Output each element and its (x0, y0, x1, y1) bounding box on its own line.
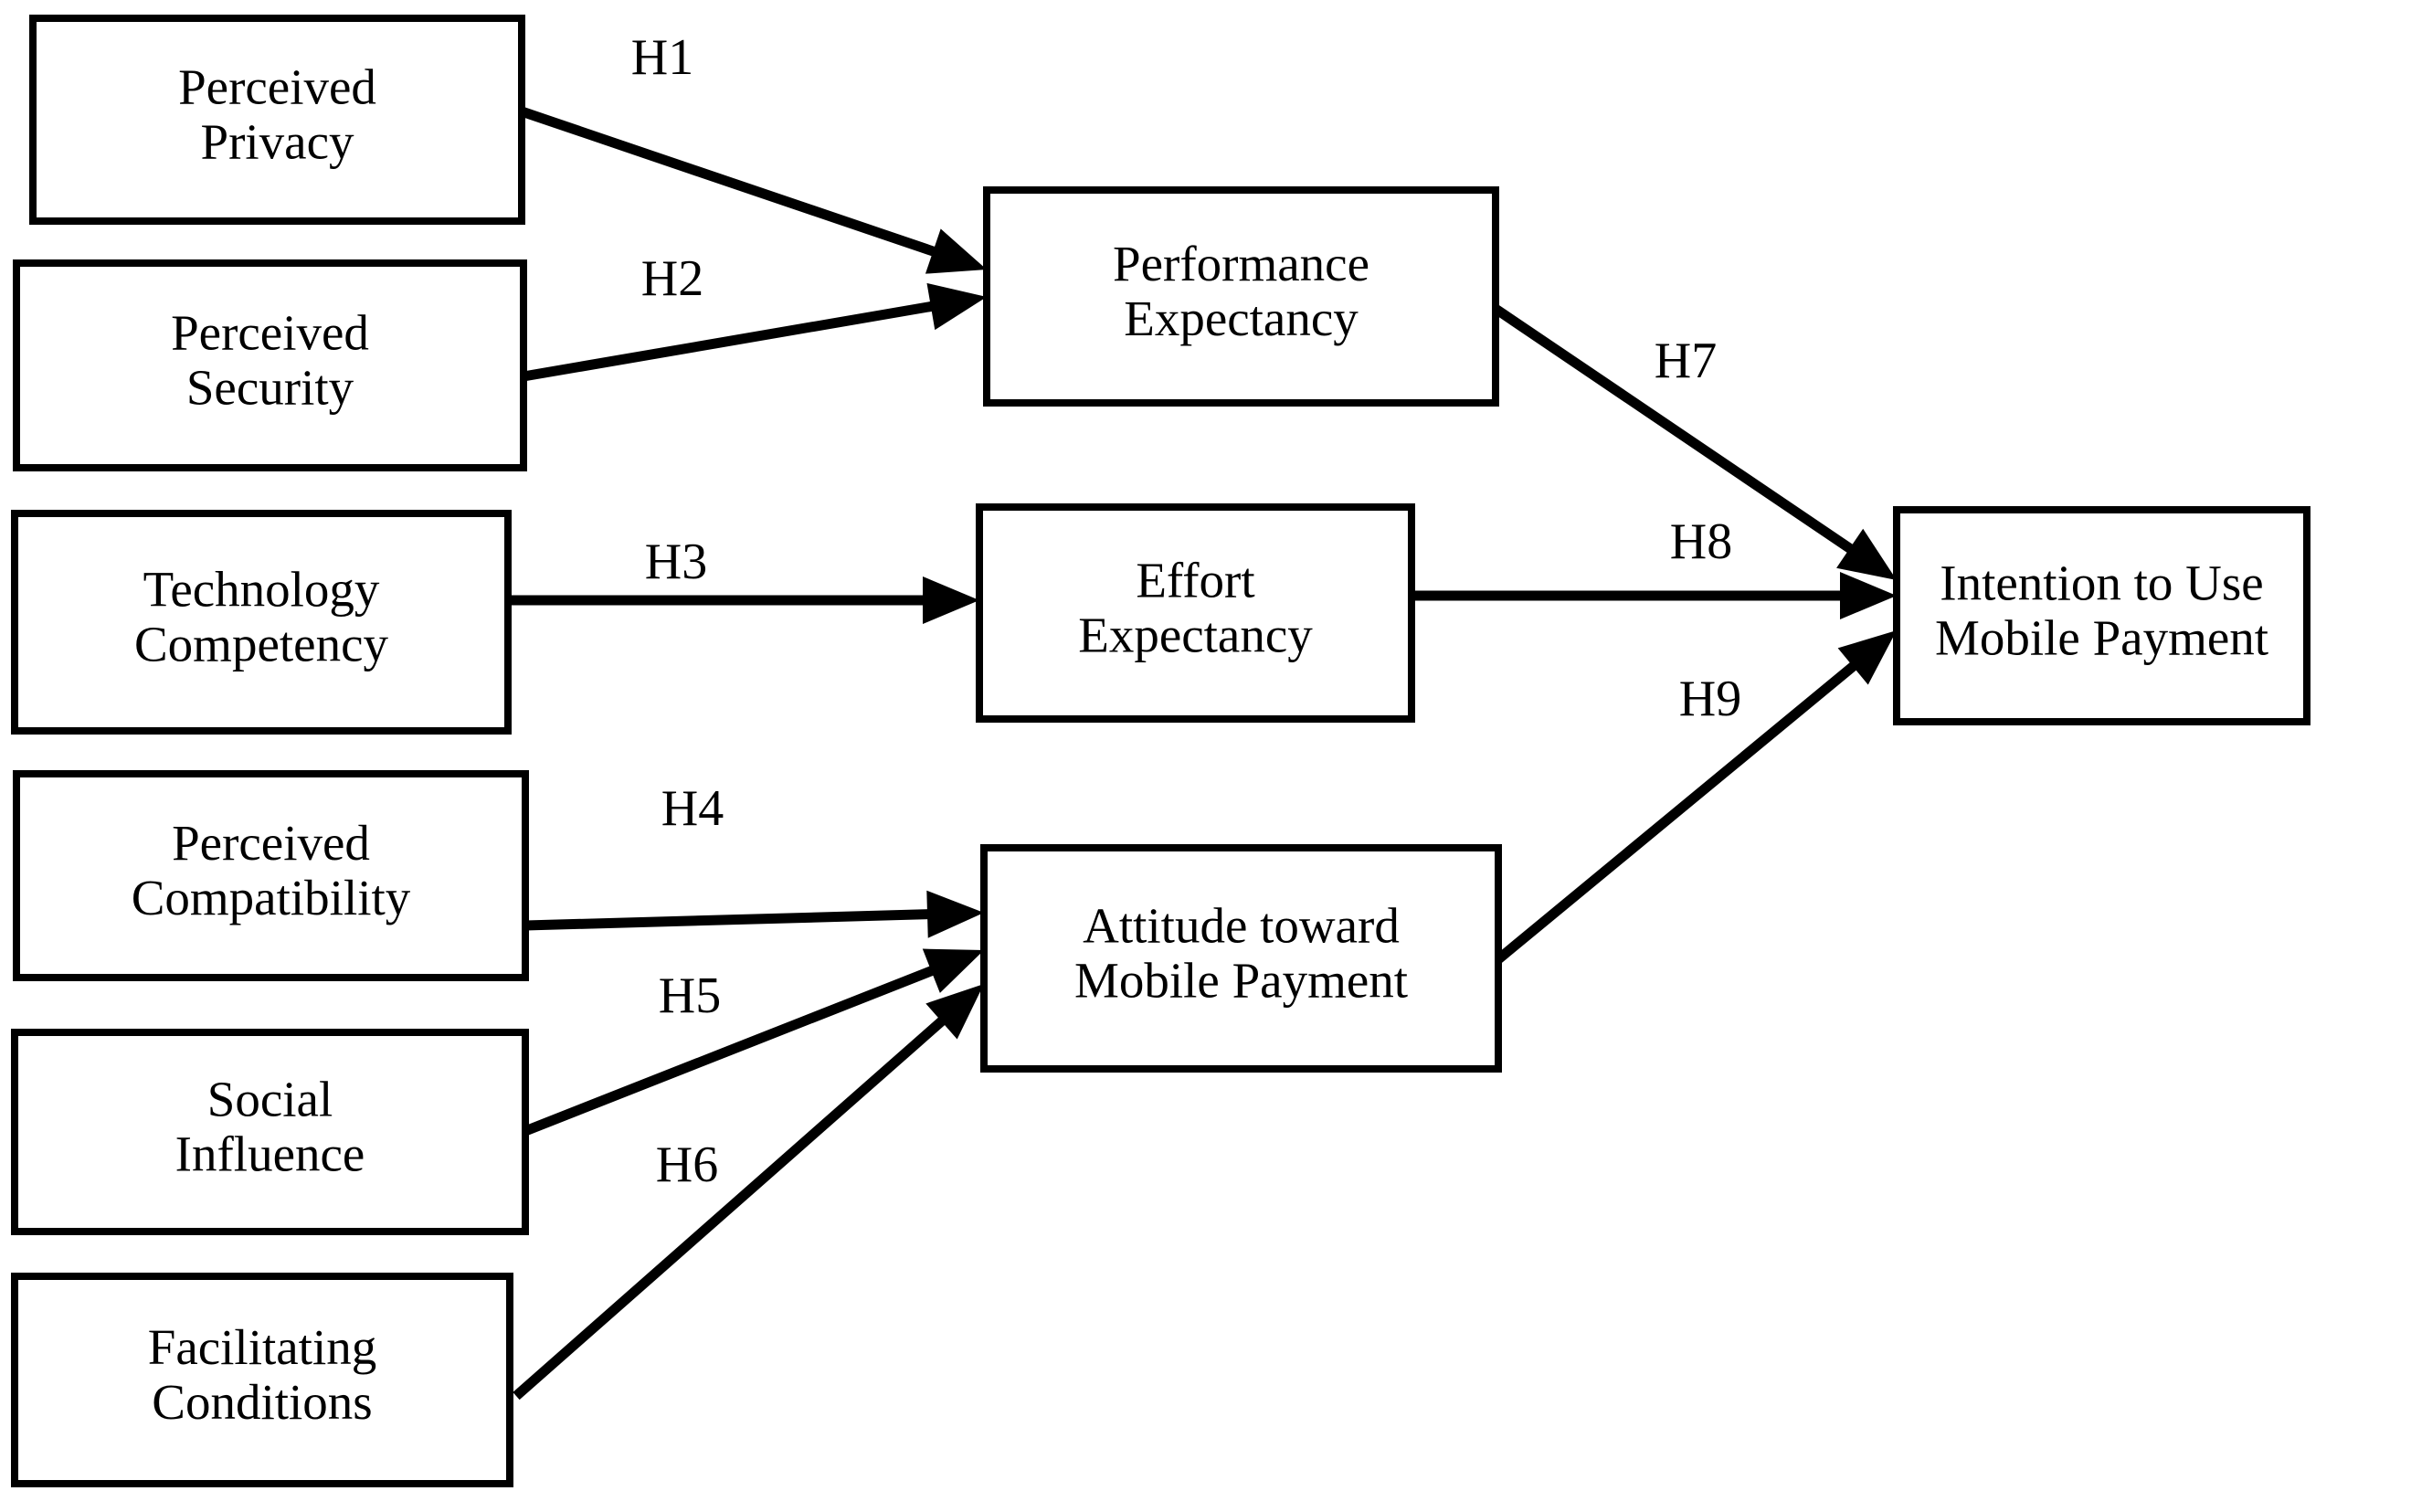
construct-label-line2: Privacy (200, 114, 354, 170)
path-line-h5 (523, 957, 957, 1137)
construct-label-line2: Mobile Payment (1074, 953, 1408, 1009)
construct-label-line2: Conditions (152, 1374, 372, 1430)
construct-attitude-toward-mobile-payment[interactable]: Attitude toward Mobile Payment (980, 844, 1502, 1073)
hypothesis-label-h7: H7 (1655, 333, 1717, 389)
construct-label-line1: Perceived (171, 305, 369, 361)
hypothesis-label-h4: H4 (661, 780, 724, 837)
path-line-h2 (523, 297, 957, 382)
construct-label-line2: Influence (175, 1126, 365, 1182)
construct-label-line2: Expectancy (1124, 291, 1359, 346)
path-lines-group (508, 106, 1877, 1401)
construct-box-rect (11, 1029, 529, 1235)
construct-box-rect (983, 186, 1499, 407)
construct-label-line1: Effort (1136, 553, 1254, 608)
construct-perceived-security[interactable]: Perceived Security (13, 259, 527, 471)
path-line-h7 (1492, 304, 1874, 567)
path-line-h4 (524, 908, 954, 931)
path-line-h6 (513, 1000, 965, 1401)
construct-label-line2: Expectancy (1078, 608, 1313, 663)
construct-label-line1: Performance (1113, 236, 1369, 291)
arrow-head-h4-icon (926, 890, 984, 938)
construct-box-rect (29, 15, 525, 225)
hypothesis-label-h3: H3 (645, 534, 707, 590)
arrow-head-h2-icon (926, 282, 987, 331)
construct-label-line1: Facilitating (148, 1319, 377, 1375)
construct-label-line2: Competency (134, 617, 388, 672)
hypothesis-label-h6: H6 (656, 1137, 718, 1193)
construct-label-line1: Perceived (178, 59, 376, 115)
construct-boxes-group: Perceived Privacy Perceived Security Tec… (11, 15, 2310, 1487)
construct-box-rect (11, 510, 512, 735)
construct-technology-competency[interactable]: Technology Competency (11, 510, 512, 735)
construct-label-line1: Perceived (172, 815, 370, 871)
arrow-head-h7-icon (1836, 528, 1897, 580)
construct-label-line1: Social (207, 1072, 333, 1127)
hypothesis-label-h1: H1 (631, 29, 693, 86)
construct-social-influence[interactable]: Social Influence (11, 1029, 529, 1235)
arrow-head-h6-icon (925, 984, 984, 1040)
construct-box-rect (980, 844, 1502, 1073)
construct-label-line2: Security (186, 360, 354, 416)
arrow-head-h5-icon (922, 948, 984, 993)
path-line-h9 (1495, 646, 1877, 964)
construct-label-line1: Intention to Use (1940, 555, 2263, 611)
construct-effort-expectancy[interactable]: Effort Expectancy (976, 503, 1415, 723)
construct-box-rect (1893, 506, 2310, 725)
construct-perceived-compatibility[interactable]: Perceived Compatibility (13, 770, 529, 981)
hypothesis-label-h9: H9 (1679, 671, 1741, 727)
hypothesis-labels-group: H1 H2 H3 H4 H5 H6 H7 H8 H9 (631, 29, 1741, 1193)
hypothesis-label-h2: H2 (641, 250, 703, 307)
hypothesis-label-h5: H5 (659, 967, 721, 1024)
construct-perceived-privacy[interactable]: Perceived Privacy (29, 15, 525, 225)
construct-label-line1: Attitude toward (1083, 898, 1400, 954)
construct-label-line2: Mobile Payment (1935, 610, 2268, 666)
hypothesis-label-h8: H8 (1670, 513, 1732, 570)
arrow-head-h1-icon (925, 228, 987, 274)
construct-performance-expectancy[interactable]: Performance Expectancy (983, 186, 1499, 407)
construct-facilitating-conditions[interactable]: Facilitating Conditions (11, 1273, 513, 1487)
construct-box-rect (13, 770, 529, 981)
arrow-head-h8-icon (1840, 572, 1897, 619)
path-line-h1 (520, 106, 959, 265)
construct-box-rect (976, 503, 1415, 723)
construct-box-rect (13, 259, 527, 471)
arrow-head-h3-icon (923, 576, 979, 624)
construct-intention-to-use-mobile-payment[interactable]: Intention to Use Mobile Payment (1893, 506, 2310, 725)
arrow-heads-group (922, 228, 1897, 1040)
construct-label-line2: Compatibility (132, 870, 411, 925)
construct-box-rect (11, 1273, 513, 1487)
arrow-head-h9-icon (1837, 630, 1897, 685)
construct-label-line1: Technology (143, 562, 380, 618)
